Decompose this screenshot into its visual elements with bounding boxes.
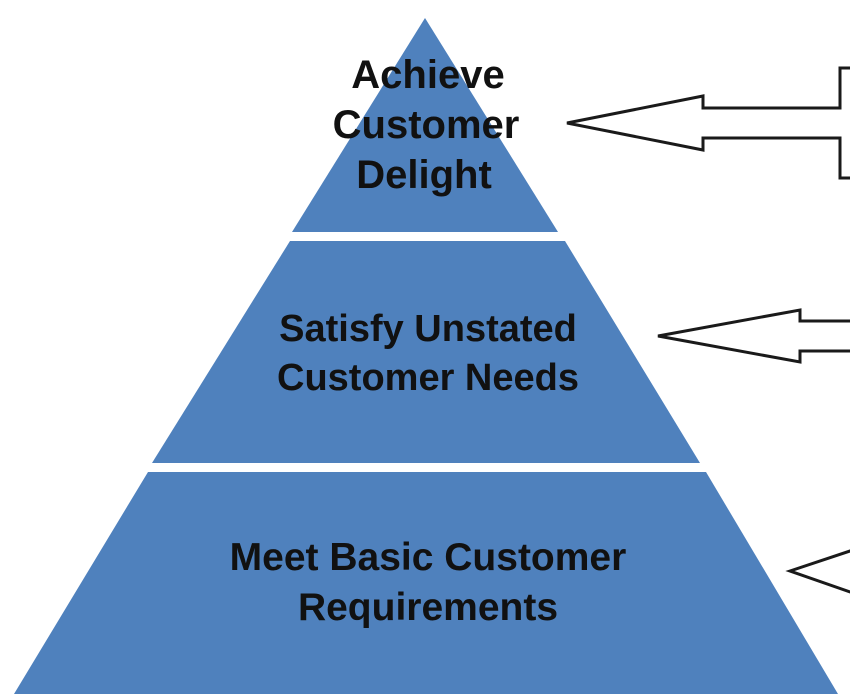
arrow-top: [566, 66, 850, 180]
tier-bottom: Meet Basic Customer Requirements: [14, 472, 838, 694]
tier-bottom-label-line-1: Meet Basic Customer: [230, 536, 627, 579]
tier-middle-label-line-2: Customer Needs: [277, 357, 579, 399]
tier-middle-label-line-1: Satisfy Unstated: [279, 308, 577, 350]
tier-top-label-line-1: Achieve: [351, 53, 504, 97]
tier-top-shape: [292, 18, 558, 232]
tier-bottom-shape: [14, 472, 838, 694]
tier-top-label-line-3: Delight: [356, 153, 492, 197]
tier-top-label-line-2: Customer: [333, 103, 520, 147]
tier-middle-shape: [152, 241, 700, 463]
tier-bottom-label-line-2: Requirements: [298, 586, 558, 629]
tier-middle: Satisfy Unstated Customer Needs: [152, 241, 700, 463]
arrow-bottom: [785, 549, 850, 594]
tier-top: Achieve Customer Delight: [292, 18, 558, 232]
arrow-middle: [657, 308, 850, 364]
